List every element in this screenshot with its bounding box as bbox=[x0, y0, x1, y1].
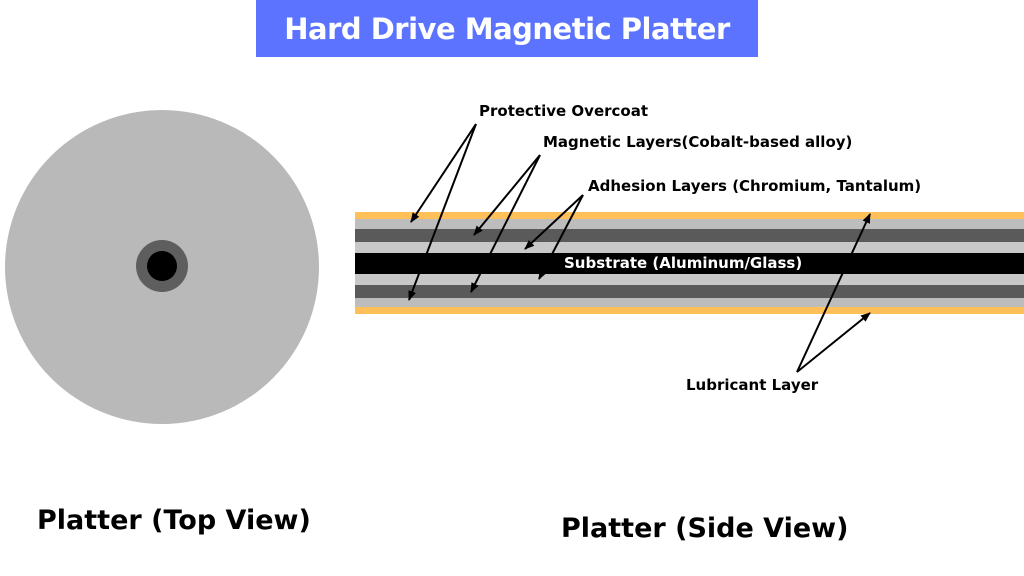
layer-substrate bbox=[355, 253, 1024, 274]
arrow-lubricant-bottom bbox=[796, 312, 871, 373]
arrow-overcoat-bottom bbox=[408, 123, 477, 301]
label-protective-overcoat: Protective Overcoat bbox=[479, 102, 649, 120]
callout-arrows bbox=[408, 123, 871, 373]
label-magnetic-layers: Magnetic Layers(Cobalt-based alloy) bbox=[543, 133, 853, 151]
layer-lubricant-bottom bbox=[355, 307, 1024, 314]
layer-magnetic-bottom bbox=[355, 285, 1024, 298]
layer-magnetic-top bbox=[355, 229, 1024, 242]
arrow-magnetic-bottom bbox=[470, 154, 541, 293]
arrow-overcoat-top bbox=[410, 123, 477, 223]
arrow-adhesion-top bbox=[524, 194, 584, 250]
layer-overcoat-bottom bbox=[355, 298, 1024, 307]
diagram-title: Hard Drive Magnetic Platter bbox=[284, 11, 730, 46]
arrow-magnetic-top bbox=[473, 154, 541, 236]
arrow-adhesion-bottom bbox=[538, 194, 584, 280]
label-lubricant-layer: Lubricant Layer bbox=[686, 376, 819, 394]
title-banner: Hard Drive Magnetic Platter bbox=[256, 0, 758, 57]
spindle-hole bbox=[147, 251, 177, 281]
label-adhesion-layers: Adhesion Layers (Chromium, Tantalum) bbox=[588, 177, 922, 195]
label-top-view: Platter (Top View) bbox=[37, 505, 311, 536]
label-substrate: Substrate (Aluminum/Glass) bbox=[564, 254, 803, 272]
arrow-lubricant-top bbox=[796, 213, 871, 373]
title-background bbox=[256, 0, 758, 57]
layer-adhesion-bottom bbox=[355, 274, 1024, 285]
platter-side-view bbox=[355, 212, 1024, 314]
layer-overcoat-top bbox=[355, 219, 1024, 229]
layer-lubricant-top bbox=[355, 212, 1024, 219]
label-side-view: Platter (Side View) bbox=[561, 513, 849, 544]
layer-adhesion-top bbox=[355, 242, 1024, 253]
platter-top-view bbox=[5, 110, 319, 424]
